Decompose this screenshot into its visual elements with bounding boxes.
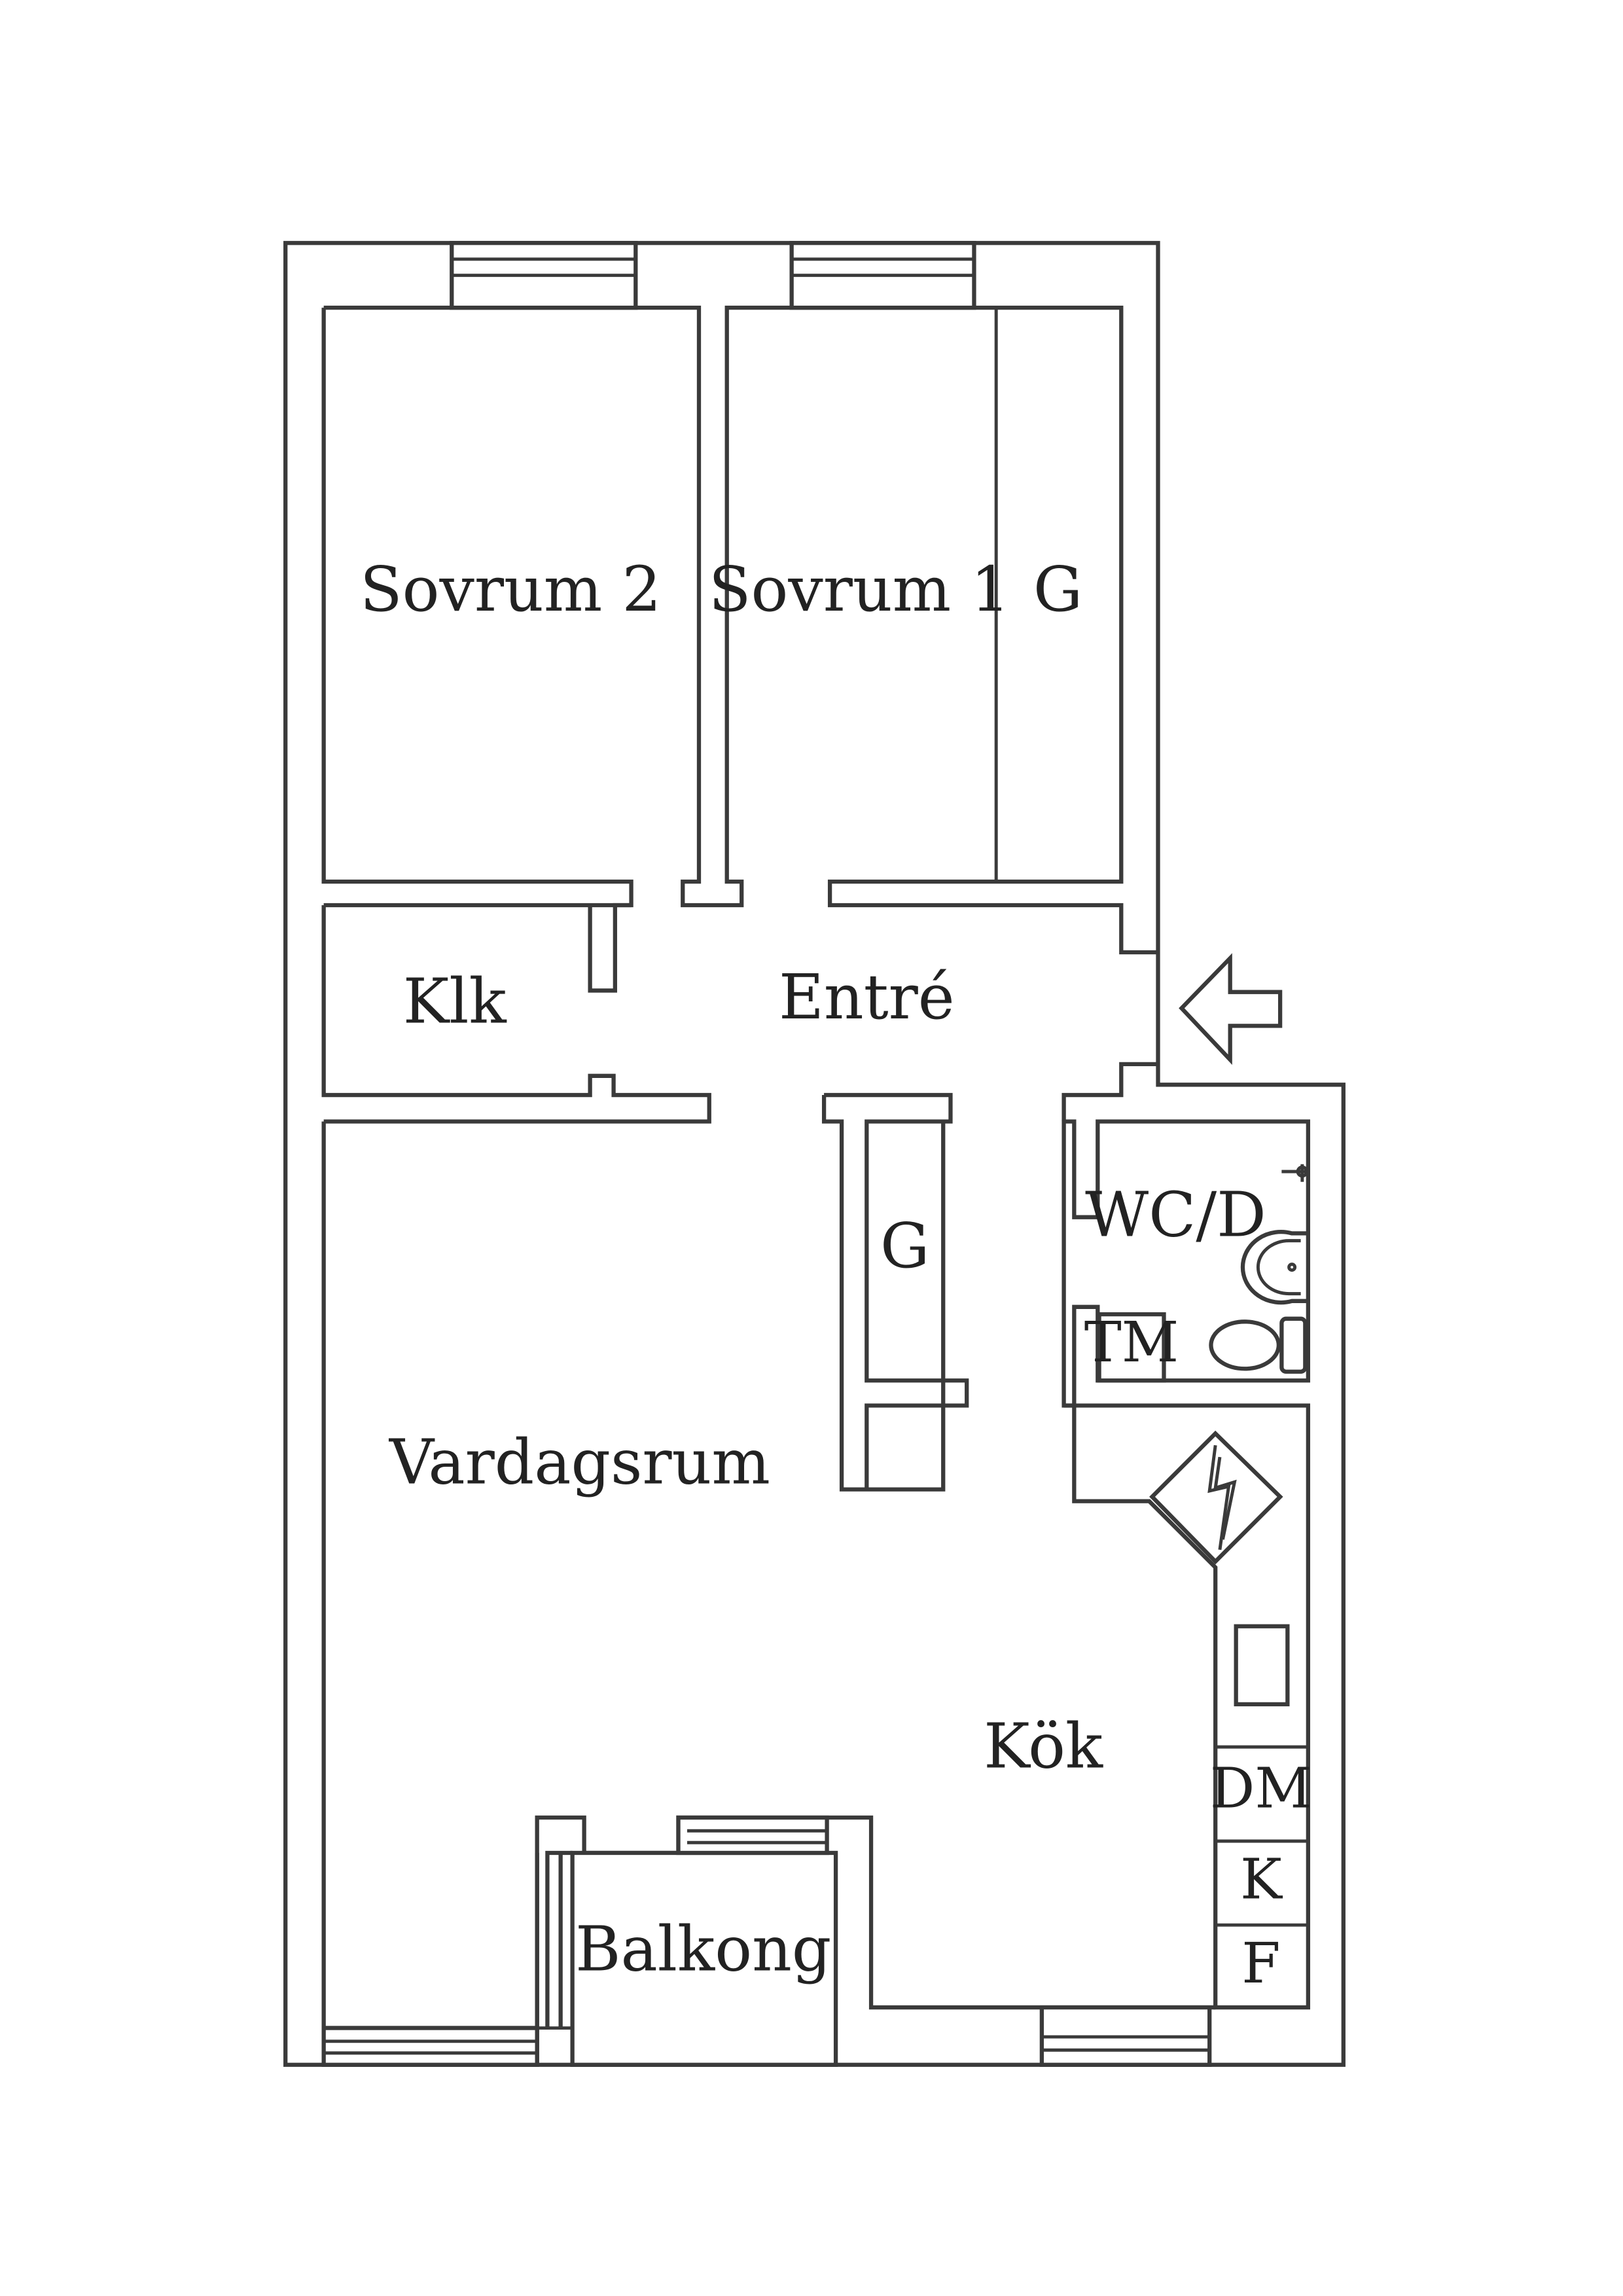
chimney-icon xyxy=(1149,1430,1283,1565)
shower-icon xyxy=(1281,1164,1309,1182)
label-balkong: Balkong xyxy=(575,1914,831,1986)
label-kok: Kök xyxy=(984,1710,1103,1782)
label-garderob-sovrum1: G xyxy=(1033,554,1082,626)
tm-appliance xyxy=(1097,1312,1166,1383)
hall-wardrobe-walls xyxy=(821,1092,969,1492)
window-kok xyxy=(1039,2005,1212,2067)
balcony xyxy=(535,1815,838,2067)
klk-walls xyxy=(321,905,711,1124)
stove-icon xyxy=(1234,1624,1290,1707)
label-sovrum2: Sovrum 2 xyxy=(360,554,661,626)
kitchen-walls xyxy=(1063,1403,1310,2010)
label-f: F xyxy=(1241,1931,1280,1996)
toilet-icon xyxy=(1209,1316,1308,1374)
label-tm: TM xyxy=(1084,1310,1179,1375)
entrance-arrow-icon xyxy=(1179,953,1283,1066)
label-vardagsrum: Vardagsrum xyxy=(389,1426,770,1498)
sovrum2-walls xyxy=(323,306,1158,955)
window-sovrum1 xyxy=(789,241,976,310)
label-k: K xyxy=(1240,1848,1283,1912)
window-sovrum2 xyxy=(450,241,638,310)
exterior-wall xyxy=(283,241,1346,2067)
label-dm: DM xyxy=(1210,1756,1312,1821)
label-wc: WC/D xyxy=(1085,1179,1266,1251)
label-entre: Entré xyxy=(779,961,955,1033)
window-vardagsrum xyxy=(321,2026,539,2067)
label-sovrum1: Sovrum 1 xyxy=(709,554,1010,626)
label-garderob-hall: G xyxy=(880,1210,929,1282)
label-klk: Klk xyxy=(403,966,507,1038)
sink-icon xyxy=(1240,1230,1310,1305)
